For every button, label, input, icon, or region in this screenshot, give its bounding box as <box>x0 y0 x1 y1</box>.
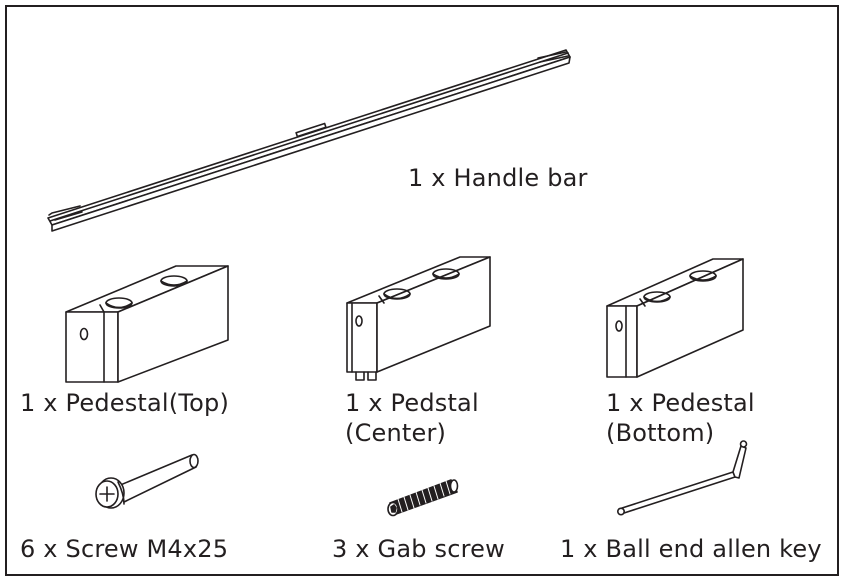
pedestal-center-label: 1 x Pedstal (Center) <box>345 388 479 448</box>
pedestal-top-icon <box>65 265 229 383</box>
pedestal-bottom-icon <box>606 258 744 378</box>
pedestal-top-label: 1 x Pedestal(Top) <box>20 389 230 417</box>
screw-icon <box>95 453 199 509</box>
pedestal-bottom-label-line1: 1 x Pedestal <box>606 389 755 417</box>
handle-bar-label: 1 x Handle bar <box>408 164 588 192</box>
gab-screw-label: 3 x Gab screw <box>332 535 505 563</box>
pedestal-bottom-label-line2: (Bottom) <box>606 419 715 447</box>
allen-key-icon <box>616 440 748 516</box>
pedestal-bottom-label: 1 x Pedestal (Bottom) <box>606 388 755 448</box>
pedestal-center-label-line2: (Center) <box>345 419 447 447</box>
pedestal-center-label-line1: 1 x Pedstal <box>345 389 479 417</box>
pedestal-center-icon <box>346 256 491 381</box>
set-screw-icon <box>387 479 459 517</box>
handle-bar-icon <box>47 49 571 232</box>
screw-label: 6 x Screw M4x25 <box>20 535 229 563</box>
allen-key-label: 1 x Ball end allen key <box>560 535 822 563</box>
